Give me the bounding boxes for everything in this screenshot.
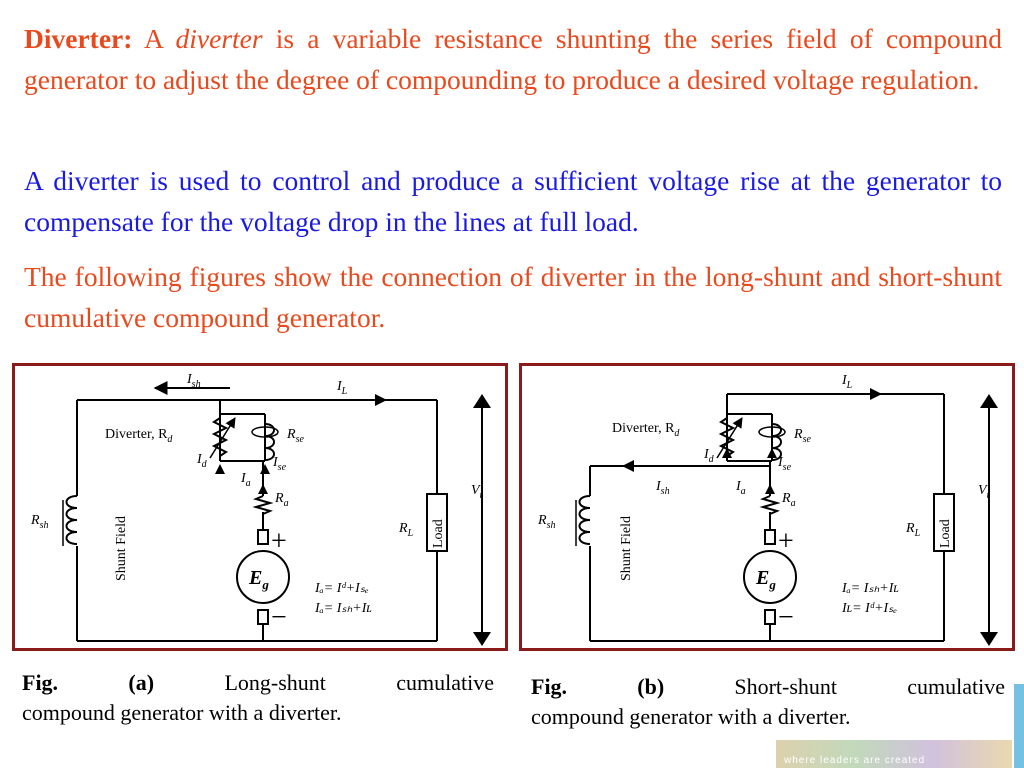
equation-1: Iₐ= Iₛₕ+Iʟ: [841, 581, 899, 596]
series-field-coil: [771, 423, 782, 461]
ish-label: Ish: [655, 479, 670, 497]
figure-a-panel: Ish IL Diverter, Rd Rse Id Ise Ia Ra Rsh…: [12, 363, 508, 651]
logo-side-bar: [1014, 684, 1024, 768]
rsh-label: Rsh: [537, 513, 555, 531]
ia-label: Ia: [240, 471, 251, 489]
rl-label: RL: [398, 521, 414, 539]
vt-label: Vt: [471, 483, 483, 501]
caption-word-2: cumulative: [396, 670, 494, 695]
diverter-label: Diverter, Rd: [612, 421, 680, 439]
caption-fig-label: Fig.: [22, 670, 59, 695]
rl-label: RL: [905, 521, 921, 539]
caption-fig-id: (a): [128, 670, 155, 695]
caption-rest: compound generator with a diverter.: [531, 704, 851, 729]
load-label: Load: [431, 519, 446, 548]
caption-rest: compound generator with a diverter.: [22, 700, 342, 725]
equation-2: Iʟ= Iᵈ+Iₛₑ: [841, 601, 897, 616]
minus-terminal: −: [778, 602, 794, 633]
minus-terminal: −: [271, 602, 287, 633]
vt-label: Vt: [978, 483, 990, 501]
shunt-field-coil: [578, 495, 591, 545]
figure-b-panel: IL Diverter, Rd Rse Id Ise Ish Ia Ra Rsh…: [519, 363, 1015, 651]
series-field-coil: [264, 423, 275, 461]
shunt-field-coil: [65, 495, 78, 545]
armature-resistor: [252, 495, 274, 515]
rse-label: Rse: [286, 427, 304, 445]
ise-label: Ise: [272, 455, 287, 473]
short-shunt-circuit-diagram: IL Diverter, Rd Rse Id Ise Ish Ia Ra Rsh…: [537, 373, 998, 646]
figure-a-caption: Fig. (a) Long-shunt cumulative compound …: [22, 668, 494, 728]
connection-intro: The following figures show the connectio…: [24, 261, 1002, 333]
il-label: IL: [336, 379, 348, 397]
caption-word-1: Long-shunt: [224, 670, 326, 695]
diverter-usage: A diverter is used to control and produc…: [24, 165, 1002, 237]
definition-text: is a variable resistance shunting the se…: [24, 23, 1002, 95]
rsh-label: Rsh: [30, 513, 48, 531]
ish-label: Ish: [186, 372, 201, 390]
definition-term: Diverter:: [24, 23, 133, 54]
shunt-field-label: Shunt Field: [114, 516, 129, 581]
caption-word-1: Short-shunt: [734, 674, 838, 699]
generator-symbol: [236, 550, 290, 604]
plus-terminal: +: [271, 526, 287, 557]
ise-label: Ise: [777, 455, 792, 473]
il-label: IL: [841, 373, 853, 391]
generator-symbol: [743, 550, 797, 604]
ia-label: Ia: [735, 479, 746, 497]
id-label: Id: [196, 452, 208, 470]
long-shunt-circuit-diagram: Ish IL Diverter, Rd Rse Id Ise Ia Ra Rsh…: [30, 372, 491, 646]
ra-label: Ra: [781, 491, 796, 509]
eg-label: Eg: [248, 567, 269, 592]
ra-label: Ra: [274, 491, 289, 509]
load-resistor: [426, 493, 448, 552]
figure-b-caption: Fig. (b) Short-shunt cumulative compound…: [531, 672, 1005, 732]
diverter-resistor: [718, 417, 736, 457]
load-label: Load: [938, 519, 953, 548]
equation-1: Iₐ= Iᵈ+Iₛₑ: [314, 581, 369, 596]
diverter-definition: Diverter: A diverter is a variable resis…: [24, 18, 1002, 100]
equation-2: Iₐ= Iₛₕ+Iʟ: [314, 601, 372, 616]
rse-label: Rse: [793, 427, 811, 445]
eg-label: Eg: [755, 567, 776, 592]
armature-resistor: [759, 495, 781, 515]
caption-word-2: cumulative: [907, 674, 1005, 699]
caption-fig-id: (b): [637, 674, 665, 699]
diverter-label: Diverter, Rd: [105, 427, 173, 445]
diverter-resistor: [211, 417, 229, 457]
load-resistor: [933, 493, 955, 552]
definition-italic-term: diverter: [175, 23, 263, 54]
id-label: Id: [703, 447, 715, 465]
caption-fig-label: Fig.: [531, 674, 568, 699]
institution-logo: where leaders are created: [776, 740, 1012, 768]
logo-tagline: where leaders are created: [784, 755, 926, 766]
shunt-field-label: Shunt Field: [619, 516, 634, 581]
plus-terminal: +: [778, 526, 794, 557]
definition-article: A: [144, 23, 163, 54]
